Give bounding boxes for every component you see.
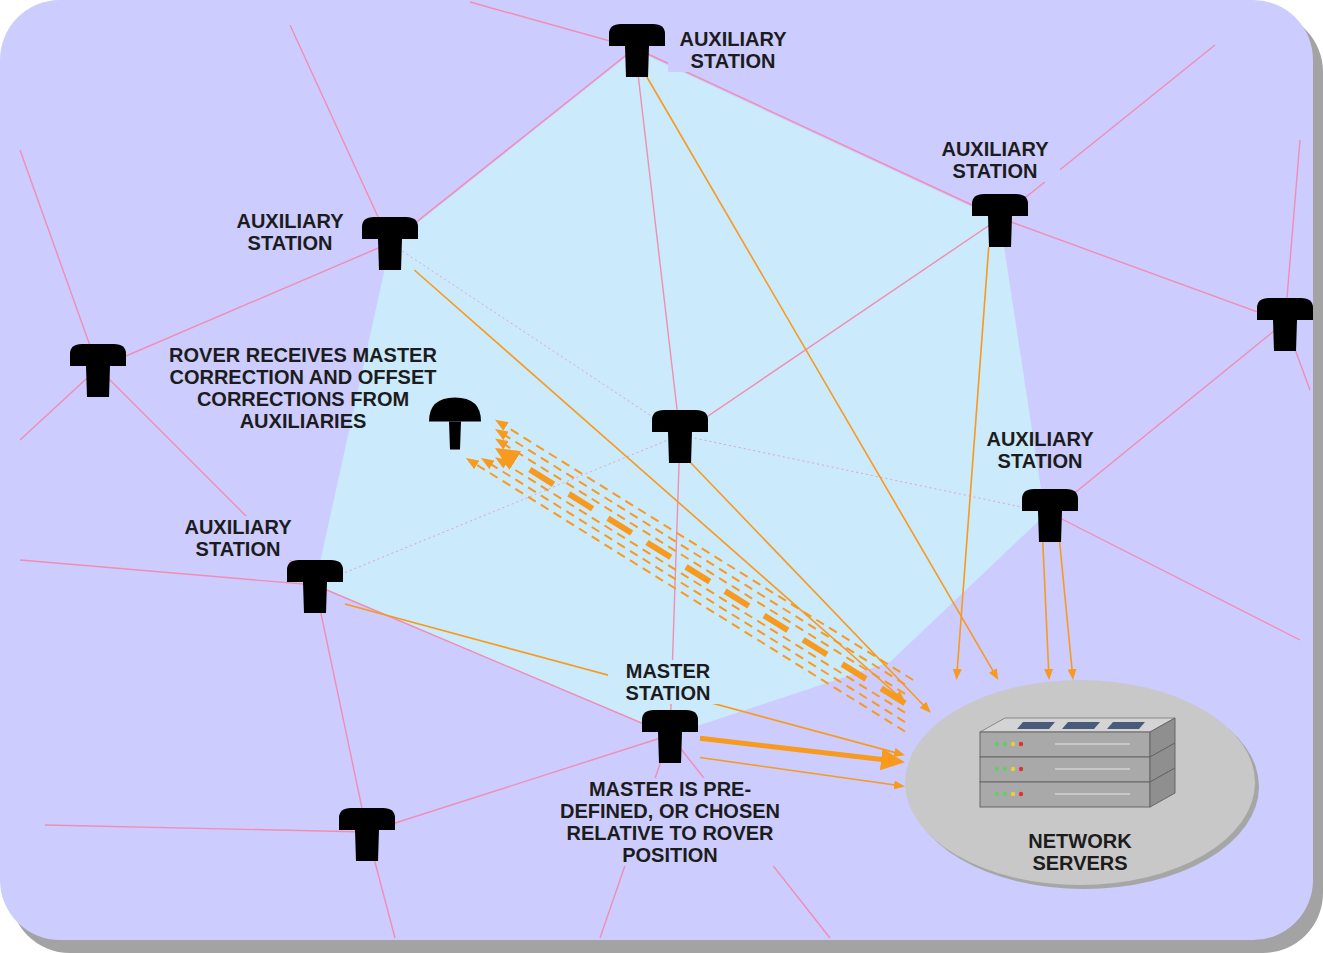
rover-outline xyxy=(415,388,495,458)
correction-arrow xyxy=(700,738,882,759)
server-led xyxy=(1019,792,1023,796)
correction-arrow xyxy=(957,247,989,670)
server-led xyxy=(1019,767,1023,771)
reference-station xyxy=(1257,298,1313,351)
station-outline xyxy=(285,558,345,613)
label-frame: AUXILIARY STATION xyxy=(173,516,303,560)
reference-station xyxy=(652,410,708,463)
server-ellipse xyxy=(905,680,1255,885)
station-outline xyxy=(360,215,420,270)
auxiliary-station: AUXILIARY STATION xyxy=(285,558,345,613)
station-label: AUXILIARY STATION xyxy=(975,428,1105,472)
auxiliary-station: AUXILIARY STATION xyxy=(360,215,420,270)
label-frame: AUXILIARY STATION xyxy=(668,28,798,72)
correction-arrow xyxy=(491,464,905,722)
station-label: AUXILIARY STATION xyxy=(668,28,798,72)
server-panel xyxy=(1062,722,1100,729)
auxiliary-station: AUXILIARY STATION xyxy=(970,192,1030,247)
station-label: MASTER STATION xyxy=(608,660,728,704)
server-led xyxy=(1011,792,1015,796)
rover-pole xyxy=(449,422,461,450)
master-station: MASTER STATIONMASTER IS PRE- DEFINED, OR… xyxy=(640,708,700,763)
correction-arrow xyxy=(505,435,905,684)
station-outline xyxy=(970,192,1030,247)
server-top xyxy=(980,718,1175,732)
antenna-mast xyxy=(378,239,402,270)
label-frame: AUXILIARY STATION xyxy=(225,210,355,254)
rover-dome xyxy=(429,398,481,422)
server-led xyxy=(995,767,999,771)
correction-arrow xyxy=(505,464,905,713)
correction-arrow xyxy=(1043,542,1049,670)
server-led xyxy=(995,792,999,796)
antenna-cap xyxy=(362,217,418,239)
correction-arrow xyxy=(505,445,905,694)
server-unit xyxy=(980,757,1150,782)
correction-arrow xyxy=(1060,542,1072,670)
antenna-cap xyxy=(972,194,1028,216)
antenna-cap xyxy=(642,710,698,732)
station-outline xyxy=(607,22,667,77)
correction-arrow xyxy=(515,460,905,703)
antenna-cap xyxy=(287,560,343,582)
correction-arrow xyxy=(505,426,913,680)
label-frame: ROVER RECEIVES MASTER CORRECTION AND OFF… xyxy=(155,344,451,432)
station-label: AUXILIARY STATION xyxy=(225,210,355,254)
antenna-mast xyxy=(988,216,1012,247)
station-label: AUXILIARY STATION xyxy=(930,138,1060,182)
server-led xyxy=(1003,742,1007,746)
label-frame: MASTER IS PRE- DEFINED, OR CHOSEN RELATI… xyxy=(550,778,790,866)
antenna-cap xyxy=(1022,489,1078,511)
server-unit xyxy=(980,732,1150,757)
rover-receiver: ROVER RECEIVES MASTER CORRECTION AND OFF… xyxy=(415,388,495,458)
server-label: NETWORK SERVERS xyxy=(1020,830,1140,874)
station-outline xyxy=(640,708,700,763)
correction-arrow xyxy=(476,464,905,731)
server-led xyxy=(1003,792,1007,796)
server-slot xyxy=(1055,743,1130,745)
label-frame: AUXILIARY STATION xyxy=(975,428,1105,472)
server-slot xyxy=(1055,768,1130,770)
server-unit xyxy=(980,782,1150,807)
server-panel xyxy=(1017,722,1055,729)
station-label: AUXILIARY STATION xyxy=(173,516,303,560)
antenna-mast xyxy=(303,582,327,613)
server-led xyxy=(1003,767,1007,771)
server-panel xyxy=(1107,722,1145,729)
reference-station xyxy=(339,808,395,861)
reference-station xyxy=(70,344,126,397)
network-ground xyxy=(0,0,1313,940)
correction-arrow xyxy=(414,270,897,695)
label-frame: MASTER STATION xyxy=(608,660,728,704)
server-slot xyxy=(1055,793,1130,795)
master-note: MASTER IS PRE- DEFINED, OR CHOSEN RELATI… xyxy=(550,778,790,866)
network-baseline-dotted xyxy=(315,243,1050,585)
antenna-cap xyxy=(609,24,665,46)
antenna-mast xyxy=(1038,511,1062,542)
server-led xyxy=(995,742,999,746)
server-led xyxy=(1019,742,1023,746)
server-led xyxy=(1011,767,1015,771)
auxiliary-station: AUXILIARY STATION xyxy=(1020,487,1080,542)
antenna-mast xyxy=(658,732,682,763)
label-frame: AUXILIARY STATION xyxy=(930,138,1060,182)
rover-note: ROVER RECEIVES MASTER CORRECTION AND OFF… xyxy=(155,344,451,432)
antenna-mast xyxy=(625,46,649,77)
label-frame: NETWORK SERVERS xyxy=(1020,830,1140,874)
server-led xyxy=(1011,742,1015,746)
station-outline xyxy=(1020,487,1080,542)
server-side xyxy=(1150,768,1175,807)
auxiliary-station: AUXILIARY STATION xyxy=(607,22,667,77)
network-baseline xyxy=(20,2,1310,938)
network-servers: NETWORK SERVERS xyxy=(905,680,1255,885)
